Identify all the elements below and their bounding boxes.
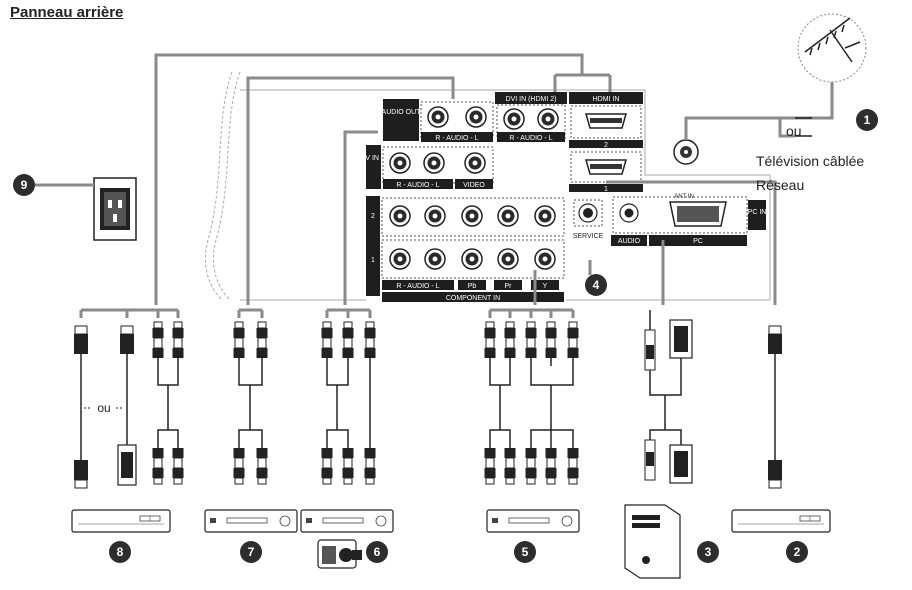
ant-in-port[interactable] [673, 139, 699, 165]
dvi-audio-r-jack[interactable] [503, 108, 525, 130]
av-audio-r-jack[interactable] [389, 152, 411, 174]
component-audio-rl-label: R - AUDIO - L [396, 283, 439, 290]
av-in-label: AV IN 1 [361, 155, 385, 162]
hdmi-plug-icon [73, 325, 89, 365]
cable-group-5 [483, 321, 580, 485]
cable-tv-label: Télévision câblée [756, 153, 864, 169]
svg-text:3: 3 [705, 545, 712, 559]
dvd-player-icon [71, 509, 171, 533]
svg-text:5: 5 [522, 545, 529, 559]
page-title: Panneau arrière [10, 4, 124, 21]
svg-text:7: 7 [248, 545, 255, 559]
vcr-icon [204, 509, 298, 533]
svg-text:1: 1 [864, 113, 871, 127]
callout-6: 6 [366, 541, 388, 563]
vcr-icon [300, 509, 394, 533]
antenna-icon [797, 13, 867, 83]
cable-group-2 [767, 325, 783, 489]
pc-in-block: ANT IN AUDIO PC PC IN [611, 192, 766, 246]
dvi-in-label: DVI IN (HDMI 2) [506, 96, 557, 103]
svg-text:9: 9 [21, 178, 28, 192]
component-pr-label: Pr [505, 283, 513, 290]
svg-text:6: 6 [374, 545, 381, 559]
component-row-1-label: 1 [371, 257, 375, 264]
dvi-audio-l-jack[interactable] [537, 108, 559, 130]
antenna-or-label: ou [786, 123, 802, 139]
hdmi-1-label: 1 [604, 186, 608, 193]
av-audio-rl-label: R - AUDIO - L [396, 182, 439, 189]
av-video-jack[interactable] [464, 152, 486, 174]
audio-out-l-jack[interactable] [465, 106, 487, 128]
cable-group-6 [320, 321, 377, 485]
pc-label: PC [693, 238, 703, 245]
callout-7: 7 [240, 541, 262, 563]
svg-text:8: 8 [117, 545, 124, 559]
cable-splitters [79, 308, 575, 318]
service-port[interactable]: SERVICE [573, 199, 604, 240]
component-pb-label: Pb [468, 283, 477, 290]
av-in-block: AV IN 1 R - AUDIO - L VIDEO [361, 145, 494, 189]
dvi-audio-rl-label: R - AUDIO - L [509, 135, 552, 142]
hdmi-2-label: 2 [604, 142, 608, 149]
component-in-label: COMPONENT IN [446, 295, 500, 302]
callout-3: 3 [697, 541, 719, 563]
hdmi-plug-icon [119, 325, 135, 365]
service-label: SERVICE [573, 233, 604, 240]
component-y-label: Y [543, 283, 548, 290]
hdmi-in-label: HDMI IN [593, 96, 620, 103]
cable-group-3 [644, 310, 693, 484]
callout-8: 8 [109, 541, 131, 563]
audio-out-block: AUDIO OUT R - AUDIO - L [382, 99, 495, 142]
component-row-2-label: 2 [371, 213, 375, 220]
cable-group-7 [232, 321, 269, 485]
av-video-label: VIDEO [463, 182, 485, 189]
pc-audio-label: AUDIO [618, 238, 641, 245]
hdmi-in-block: HDMI IN 2 1 [569, 92, 643, 193]
audio-out-rl-label: R - AUDIO - L [435, 135, 478, 142]
component-in-block: 2 1 R - AUDIO - L Pb Pr Y COMPONENT IN [366, 196, 566, 304]
callout-5: 5 [514, 541, 536, 563]
hdmi-dvi-or-label: ou [97, 401, 110, 415]
vcr-icon [486, 509, 580, 533]
callout-9: 9 [13, 174, 35, 196]
av-audio-l-jack[interactable] [423, 152, 445, 174]
power-socket[interactable] [93, 177, 137, 241]
svg-text:2: 2 [794, 545, 801, 559]
audio-out-r-jack[interactable] [427, 106, 449, 128]
pc-in-label: PC IN [748, 209, 767, 216]
cable-group-8: ou [73, 321, 185, 489]
camcorder-icon [317, 539, 362, 569]
callout-1: 1 [856, 109, 878, 131]
set-top-box-icon [731, 509, 831, 533]
pc-tower-icon [624, 504, 681, 579]
audio-out-label: AUDIO OUT [382, 109, 422, 116]
callout-4: 4 [585, 274, 607, 296]
svg-text:4: 4 [593, 278, 600, 292]
connection-lines [154, 53, 780, 305]
ant-in-label: ANT IN [674, 194, 694, 200]
dvi-in-block: DVI IN (HDMI 2) R - AUDIO - L [495, 92, 567, 142]
network-label: Réseau [756, 177, 804, 193]
callout-2: 2 [786, 541, 808, 563]
